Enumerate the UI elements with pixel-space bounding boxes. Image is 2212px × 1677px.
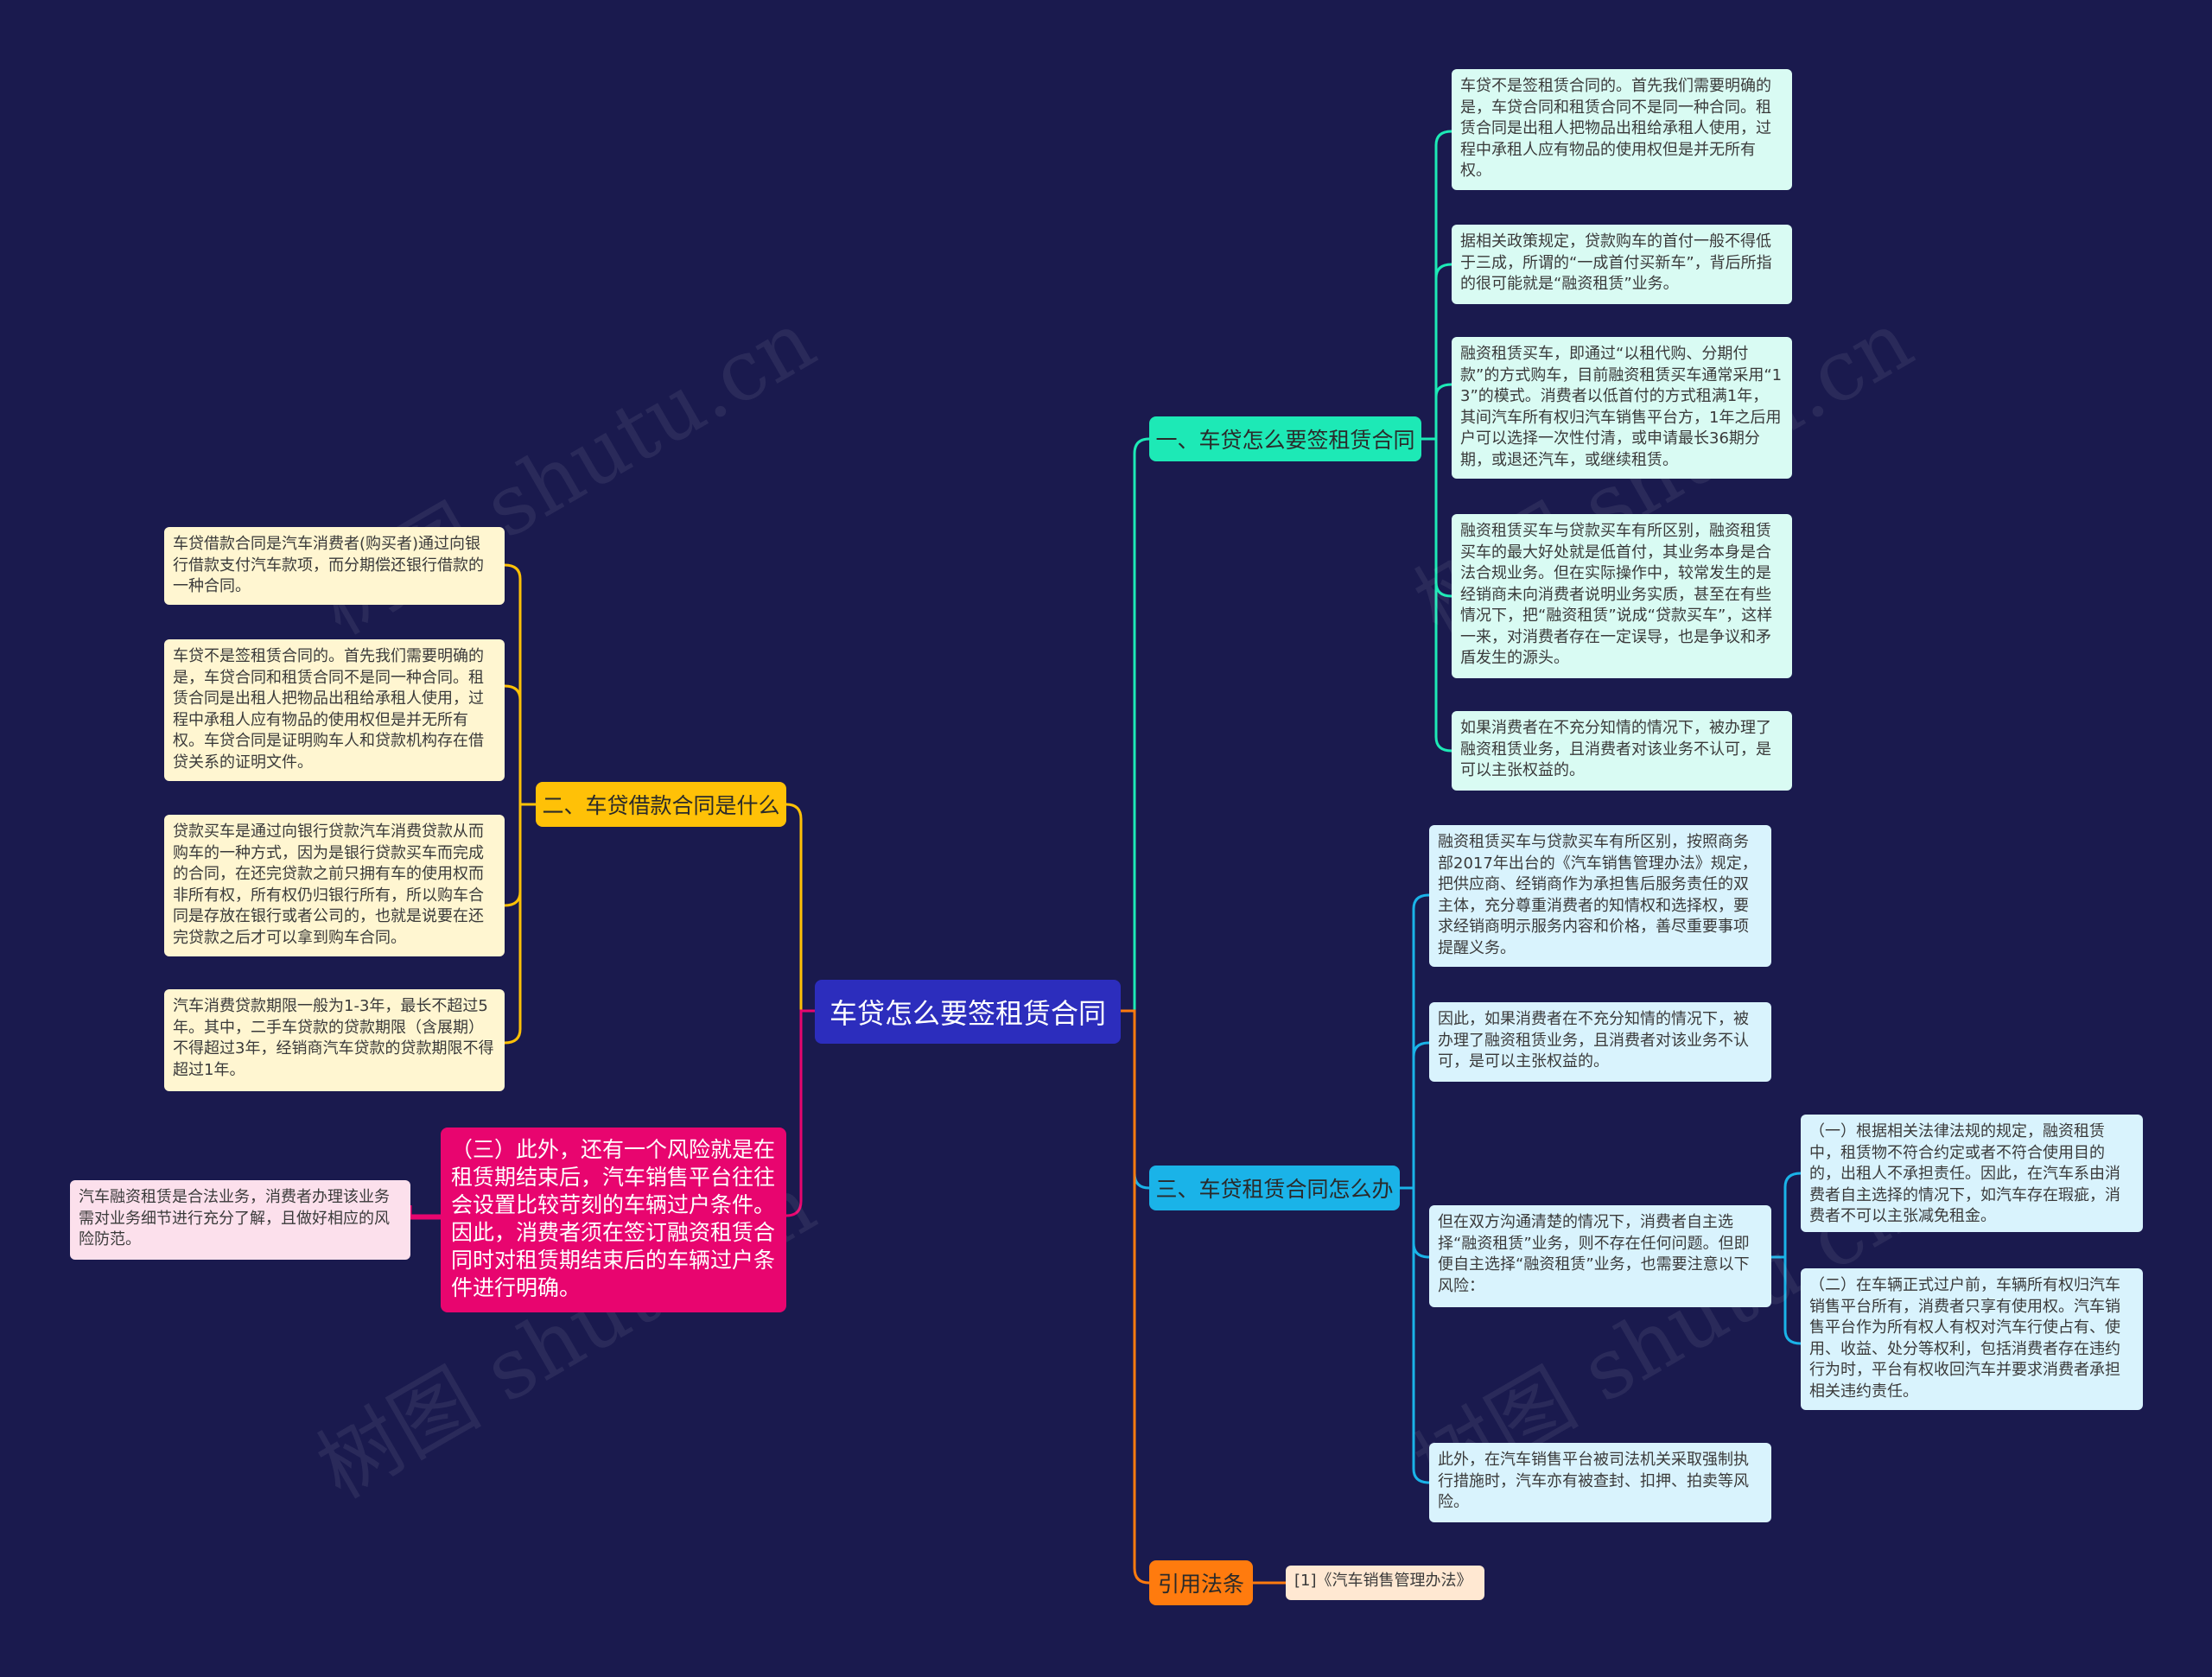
branch-4-leaf[interactable]: 但在双方沟通清楚的情况下，消费者自主选择“融资租赁”业务，则不存在任何问题。但即…: [1429, 1205, 1771, 1307]
branch-2-topic[interactable]: 二、车贷借款合同是什么: [536, 782, 786, 827]
branch-1-leaf[interactable]: 如果消费者在不充分知情的情况下，被办理了融资租赁业务，且消费者对该业务不认可，是…: [1452, 711, 1792, 791]
branch-2-leaf[interactable]: 车贷借款合同是汽车消费者(购买者)通过向银行借款支付汽车款项，而分期偿还银行借款…: [164, 527, 505, 605]
branch-1-topic[interactable]: 一、车贷怎么要签租赁合同: [1149, 416, 1421, 461]
link-b3-leaves: [409, 1204, 441, 1218]
branch-3-leaf[interactable]: 汽车融资租赁是合法业务，消费者办理该业务需对业务细节进行充分了解，且做好相应的风…: [70, 1180, 410, 1260]
branch-2-leaf[interactable]: 贷款买车是通过向银行贷款汽车消费贷款从而购车的一种方式，因为是银行贷款买车而完成…: [164, 815, 505, 956]
link-b2-leaves: [504, 563, 536, 1045]
link-root-b3: [785, 1009, 815, 1217]
link-root-b5: [1121, 1009, 1150, 1585]
branch-2-leaf[interactable]: 汽车消费贷款期限一般为1-3年，最长不超过5年。其中，二手车贷款的贷款期限（含展…: [164, 989, 505, 1091]
branch-3-topic[interactable]: （三）此外，还有一个风险就是在租赁期结束后，汽车销售平台往往会设置比较苛刻的车辆…: [441, 1128, 786, 1312]
branch-4-leaf[interactable]: 因此，如果消费者在不充分知情的情况下，被办理了融资租赁业务，且消费者对该业务不认…: [1429, 1002, 1771, 1082]
link-root-b1: [1121, 437, 1150, 1013]
branch-2-leaf[interactable]: 车贷不是签租赁合同的。首先我们需要明确的是，车贷合同和租赁合同不是同一种合同。租…: [164, 639, 505, 781]
branch-1-leaf[interactable]: 融资租赁买车与贷款买车有所区别，融资租赁买车的最大好处就是低首付，其业务本身是合…: [1452, 514, 1792, 678]
branch-4-topic[interactable]: 三、车贷租赁合同怎么办: [1149, 1166, 1400, 1210]
link-root-b2: [785, 803, 815, 1013]
link-b1-leaves: [1421, 130, 1452, 753]
branch-1-leaf[interactable]: 车贷不是签租赁合同的。首先我们需要明确的是，车贷合同和租赁合同不是同一种合同。租…: [1452, 69, 1792, 190]
link-b4-leaves: [1400, 893, 1430, 1484]
branch-1-leaf[interactable]: 据相关政策规定，贷款购车的首付一般不得低于三成，所谓的“一成首付买新车”，背后所…: [1452, 225, 1792, 304]
branch-5-topic[interactable]: 引用法条: [1149, 1560, 1253, 1605]
link-b4-subleaves: [1771, 1172, 1802, 1345]
branch-4-subleaf[interactable]: （一）根据相关法律法规的规定，融资租赁中，租赁物不符合约定或者不符合使用目的的，…: [1801, 1115, 2143, 1232]
branch-4-leaf[interactable]: 此外，在汽车销售平台被司法机关采取强制执行措施时，汽车亦有被查封、扣押、拍卖等风…: [1429, 1443, 1771, 1522]
root-topic[interactable]: 车贷怎么要签租赁合同: [815, 980, 1121, 1044]
branch-4-leaf[interactable]: 融资租赁买车与贷款买车有所区别，按照商务部2017年出台的《汽车销售管理办法》规…: [1429, 825, 1771, 967]
branch-5-leaf[interactable]: [1]《汽车销售管理办法》: [1286, 1566, 1484, 1600]
branch-1-leaf[interactable]: 融资租赁买车，即通过“以租代购、分期付款”的方式购车，目前融资租赁买车通常采用“…: [1452, 337, 1792, 479]
branch-4-subleaf[interactable]: （二）在车辆正式过户前，车辆所有权归汽车销售平台所有，消费者只享有使用权。汽车销…: [1801, 1268, 2143, 1410]
